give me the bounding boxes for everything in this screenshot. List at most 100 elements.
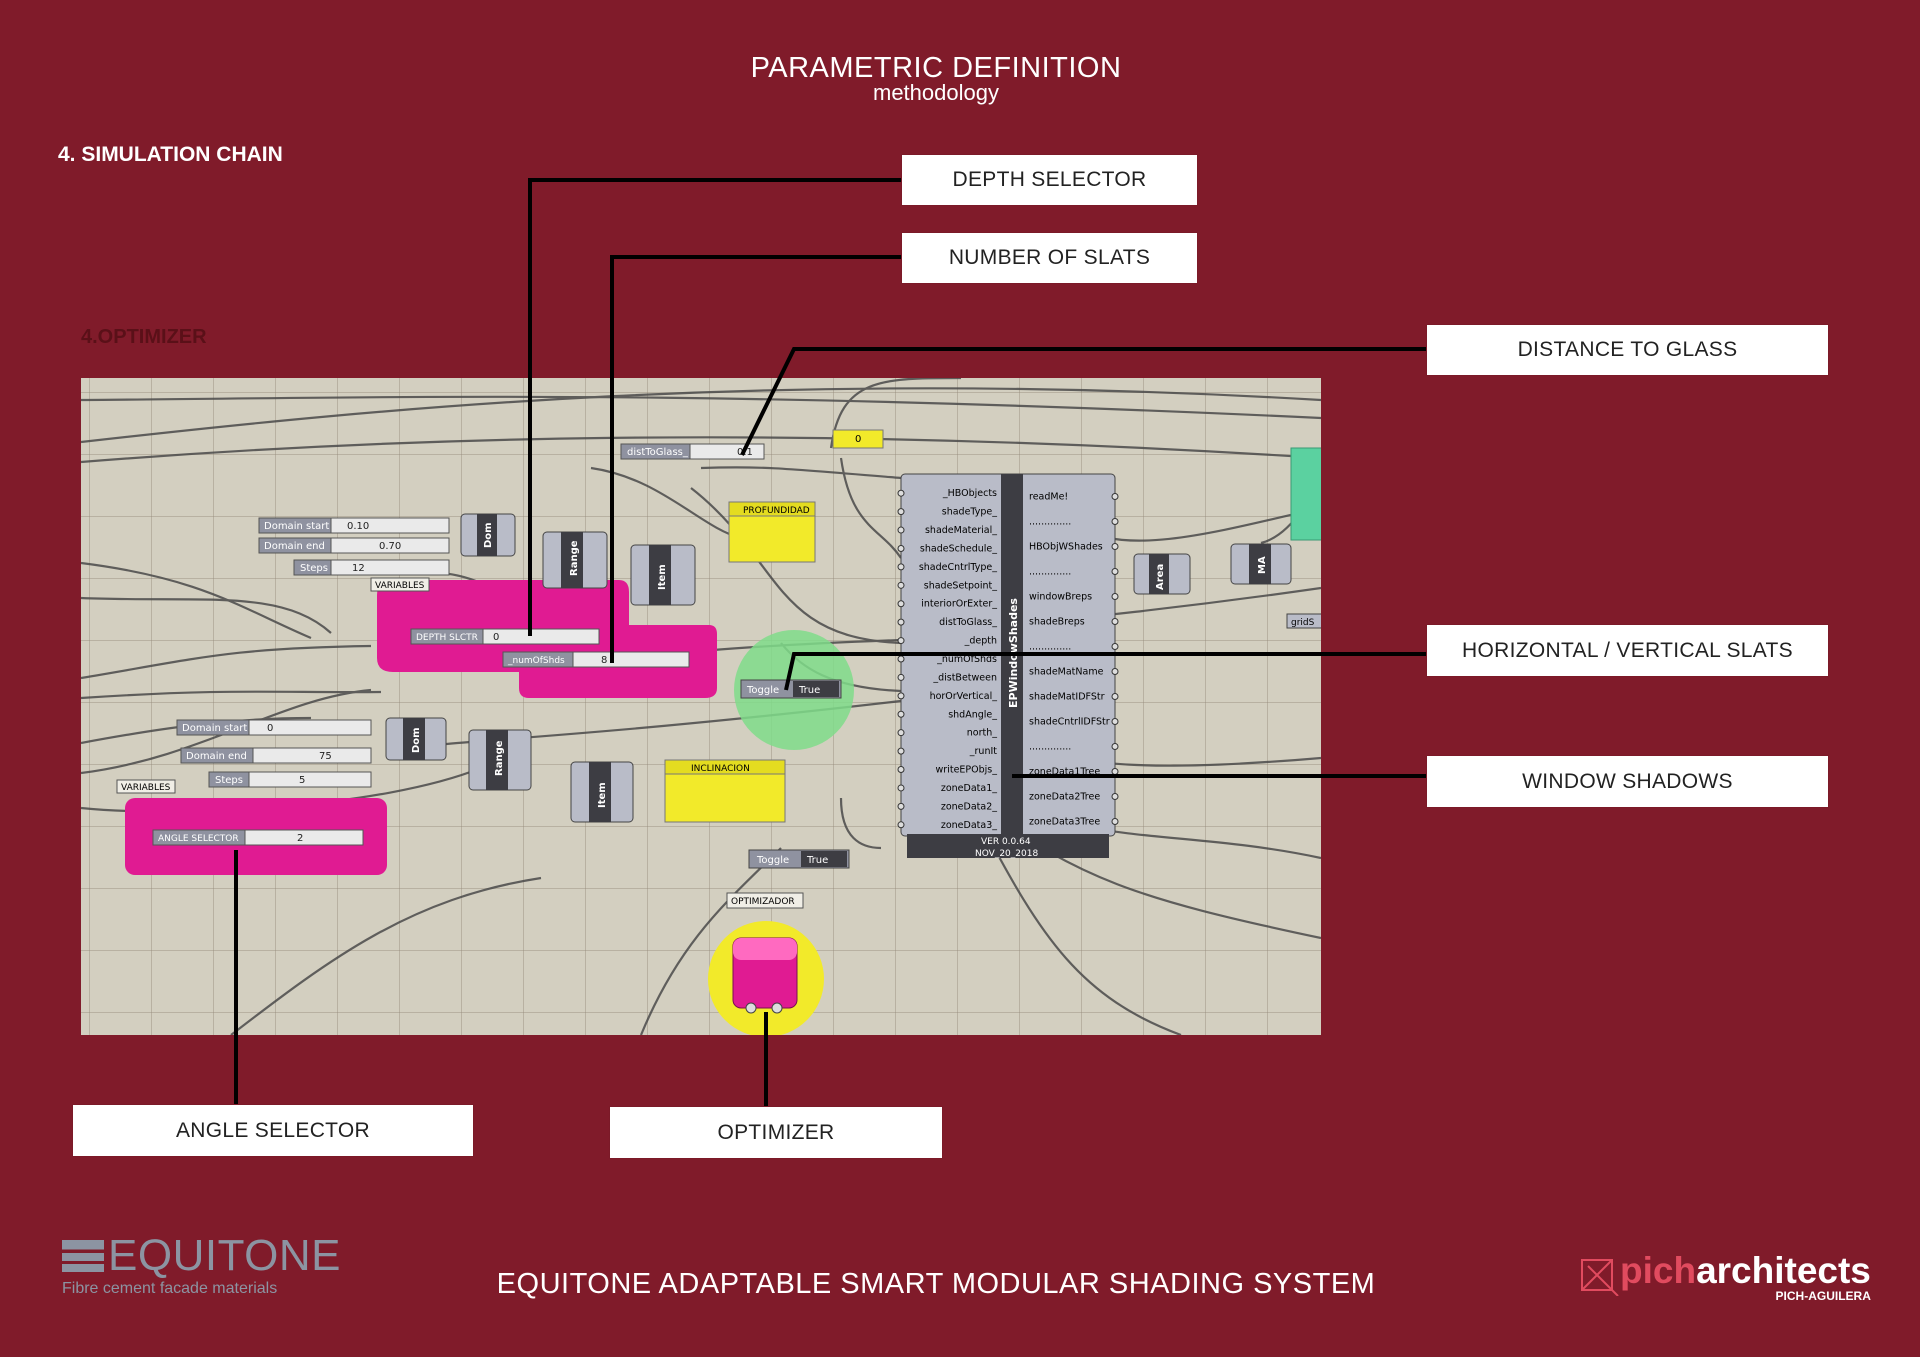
ep-input-port: shadeType_: [942, 507, 997, 518]
ep-output-port: HBObjWShades: [1029, 542, 1103, 553]
ep-output-grip[interactable]: [1111, 593, 1119, 600]
ep-input-grip[interactable]: [897, 692, 905, 700]
callout-number-of-slats: NUMBER OF SLATS: [901, 232, 1198, 284]
ep-input-port: shadeSchedule_: [920, 543, 997, 554]
ep-input-port: shadeSetpoint_: [924, 580, 997, 591]
pich-mark: [1581, 1259, 1619, 1296]
toggle-2[interactable]: Toggle True: [748, 849, 850, 869]
dom-component-2[interactable]: Dom: [385, 717, 447, 761]
ep-input-grip[interactable]: [897, 821, 905, 829]
ep-output-grip[interactable]: [1111, 643, 1119, 650]
angle-slider-value: 2: [297, 833, 303, 844]
ep-output-grip[interactable]: [1111, 768, 1119, 775]
callout-horizontal-vertical-slats: HORIZONTAL / VERTICAL SLATS: [1426, 624, 1829, 677]
ep-input-port: horOrVertical_: [930, 691, 998, 702]
architects-word: architects: [1696, 1250, 1871, 1291]
toggle-2-value: True: [806, 855, 828, 866]
variables-tag-1: [370, 577, 430, 592]
steps-2-slider[interactable]: Steps 5: [208, 771, 372, 788]
callout-window-shadows: WINDOW SHADOWS: [1426, 755, 1829, 808]
ep-input-grip[interactable]: [897, 508, 905, 516]
ep-input-port: north_: [967, 728, 997, 739]
ep-input-port: shdAngle_: [948, 709, 997, 720]
yellow-panel-small-value: 0: [855, 434, 861, 445]
depth-selector-slider[interactable]: DEPTH SLCTR 0: [410, 628, 600, 645]
ep-output-port: shadeCntrlIDFStr: [1029, 717, 1110, 728]
galapagos-optimizer-component[interactable]: [732, 937, 798, 1014]
range-component-2[interactable]: Range: [468, 729, 532, 791]
angle-selector-slider[interactable]: ANGLE SELECTOR 2: [152, 829, 364, 846]
item-2-label: Item: [597, 782, 608, 808]
profundidad-panel: PROFUNDIDAD: [728, 501, 816, 563]
domain-end-1-slider[interactable]: Domain end 0.70: [258, 537, 450, 554]
ep-input-port: writeEPObjs_: [936, 765, 998, 776]
steps-2-label: Steps: [215, 775, 243, 786]
steps-1-value: 12: [352, 563, 365, 574]
dist-to-glass-slider[interactable]: distToGlass_ 0.1: [620, 443, 765, 460]
range-component-1[interactable]: Range: [542, 531, 608, 589]
range-1-label: Range: [569, 540, 580, 576]
ep-output-grip[interactable]: [1111, 618, 1119, 625]
ep-output-grip[interactable]: [1111, 693, 1119, 700]
ep-input-grip[interactable]: [897, 526, 905, 534]
item-component-2[interactable]: Item: [570, 761, 634, 823]
ep-output-grip[interactable]: [1111, 668, 1119, 675]
area-component[interactable]: Area: [1133, 553, 1191, 595]
ep-output-port: shadeMatIDFStr: [1029, 692, 1105, 703]
equitone-logo: EQUITONE Fibre cement facade materials: [62, 1234, 341, 1298]
range-2-label: Range: [494, 740, 505, 776]
dom-component-1[interactable]: Dom: [460, 513, 516, 557]
ep-window-shades-component[interactable]: EPWindowShades VER 0.0.64 NOV_20_2018 _H…: [897, 473, 1119, 859]
ep-input-grip[interactable]: [897, 710, 905, 718]
ep-output-grip[interactable]: [1111, 818, 1119, 825]
domain-start-2-slider[interactable]: Domain start 0: [176, 719, 372, 736]
ep-output-grip[interactable]: [1111, 793, 1119, 800]
ep-input-grip[interactable]: [897, 766, 905, 774]
ep-output-port: zoneData2Tree: [1029, 792, 1100, 803]
footer-title: EQUITONE ADAPTABLE SMART MODULAR SHADING…: [496, 1268, 1376, 1300]
ep-input-grip[interactable]: [897, 747, 905, 755]
ep-input-grip[interactable]: [897, 729, 905, 737]
ep-input-grip[interactable]: [897, 784, 905, 792]
item-component-1[interactable]: Item: [630, 544, 696, 606]
ep-output-grip[interactable]: [1111, 518, 1119, 525]
ep-input-grip[interactable]: [897, 600, 905, 608]
num-of-shades-slider[interactable]: _numOfShds 8: [502, 651, 690, 668]
ep-input-grip[interactable]: [897, 802, 905, 810]
ep-input-port: _HBObjects: [942, 488, 997, 499]
variables-tag-1-label: VARIABLES: [375, 581, 425, 591]
ep-output-grip[interactable]: [1111, 743, 1119, 750]
domain-end-2-slider[interactable]: Domain end 75: [180, 747, 372, 764]
ep-input-port: shadeMaterial_: [925, 525, 997, 536]
steps-1-slider[interactable]: Steps 12: [293, 559, 450, 576]
ep-input-grip[interactable]: [897, 618, 905, 626]
dist-slider-value: 0.1: [737, 447, 753, 458]
section-title: 4. SIMULATION CHAIN: [58, 143, 283, 166]
ep-input-grip[interactable]: [897, 489, 905, 497]
page-subtitle: methodology: [873, 80, 999, 105]
ep-input-grip[interactable]: [897, 673, 905, 681]
domain-start-2-label: Domain start: [182, 723, 247, 734]
ep-input-port: zoneData2_: [941, 801, 997, 812]
ep-output-port: ..............: [1029, 567, 1071, 578]
toggle-1[interactable]: Toggle True: [740, 679, 842, 699]
ep-input-grip[interactable]: [897, 563, 905, 571]
ep-output-grip[interactable]: [1111, 543, 1119, 550]
equitone-mark: [62, 1240, 104, 1272]
depth-slider-label: DEPTH SLCTR: [416, 633, 478, 643]
ep-input-grip[interactable]: [897, 637, 905, 645]
ep-input-port: zoneData3_: [941, 820, 997, 831]
mass-addition-component[interactable]: MA: [1230, 543, 1292, 585]
grid-size-label: gridS: [1291, 618, 1315, 628]
ep-input-grip[interactable]: [897, 581, 905, 589]
ep-output-grip[interactable]: [1111, 493, 1119, 500]
domain-end-2-label: Domain end: [186, 751, 247, 762]
domain-start-1-slider[interactable]: Domain start 0.10: [258, 517, 450, 534]
pich-aguilera: PICH-AGUILERA: [1775, 1289, 1871, 1303]
ep-output-grip[interactable]: [1111, 568, 1119, 575]
ep-input-grip[interactable]: [897, 655, 905, 663]
grasshopper-canvas: distToGlass_ 0.1 0 Domain start 0.10 Dom…: [81, 378, 1321, 1035]
ep-input-grip[interactable]: [897, 544, 905, 552]
ep-input-port: _distBetween: [932, 672, 997, 683]
ep-output-grip[interactable]: [1111, 718, 1119, 725]
